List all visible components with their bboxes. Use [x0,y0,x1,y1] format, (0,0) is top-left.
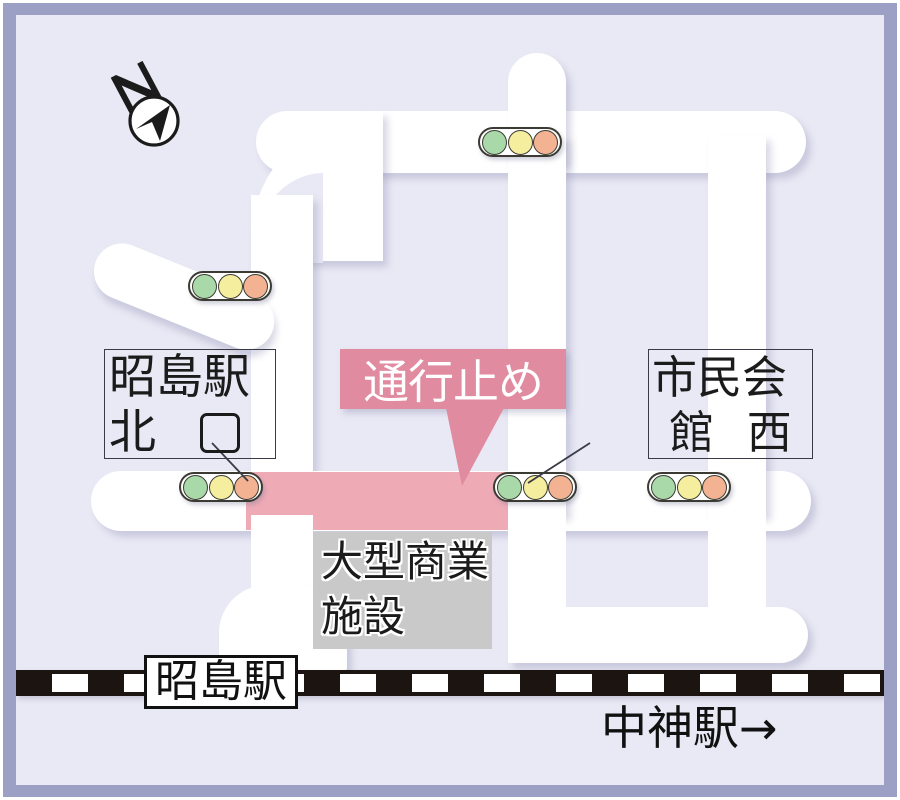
closure-callout-tail [446,408,504,486]
traffic-signal-station-north[interactable] [179,472,263,502]
label-station-north-line2: 北 [105,405,275,460]
signal-lamp-yellow [676,474,702,500]
signal-lamp-green [497,474,522,500]
closure-callout-text: 通行止め [363,355,544,409]
label-nakagami-text: 中神駅→ [601,701,778,755]
commercial-facility-label: 大型商業 施設 [321,535,551,644]
exit-symbol-icon [200,412,240,453]
label-civic-hall-west: 市民会 館 西 [648,349,813,459]
label-station-north-line1: 昭島駅 [109,350,250,405]
north-arrow-icon [110,60,180,147]
commercial-facility-line2: 施設 [321,591,406,641]
signal-lamp-red [243,273,268,299]
label-akishima-station-text: 昭島駅 [155,656,287,707]
map-canvas: 大型商業 施設 通行止め 昭島駅 北 市民会 館 西 [16,15,884,785]
signal-lamp-green [482,129,507,155]
signal-lamp-green [183,474,208,500]
label-civic-hall-nishi: 西 [746,406,792,459]
signal-lamp-yellow [507,129,533,155]
label-nakagami-station-direction: 中神駅→ [601,705,778,751]
signal-lamp-green [651,474,676,500]
signal-lamp-yellow [208,474,234,500]
signal-lamp-yellow [217,273,243,299]
label-station-north-exit: 昭島駅 北 [104,349,276,459]
label-civic-hall-kan: 館 [669,406,715,459]
signal-lamp-red [548,474,573,500]
traffic-signal-northwest[interactable] [188,271,272,301]
road-east-vertical [708,135,766,515]
label-civic-hall-line2: 館 西 [649,405,812,460]
signal-lamp-green [192,273,217,299]
signal-lamp-red [533,129,558,155]
road-center-vertical [508,135,566,515]
closure-callout-banner: 通行止め [340,349,566,409]
traffic-signal-east[interactable] [647,472,731,502]
label-akishima-station: 昭島駅 [144,655,298,709]
signal-lamp-yellow [522,474,548,500]
commercial-facility-block [313,532,492,649]
signal-lamp-red [702,474,727,500]
commercial-facility-line1: 大型商業 [321,537,490,586]
label-civic-hall-line1: 市民会 [652,351,788,404]
traffic-signal-top-center[interactable] [478,127,562,157]
signal-lamp-red [234,474,259,500]
road-bottom-horizontal [508,607,808,663]
label-station-north-kita: 北 [109,405,156,460]
